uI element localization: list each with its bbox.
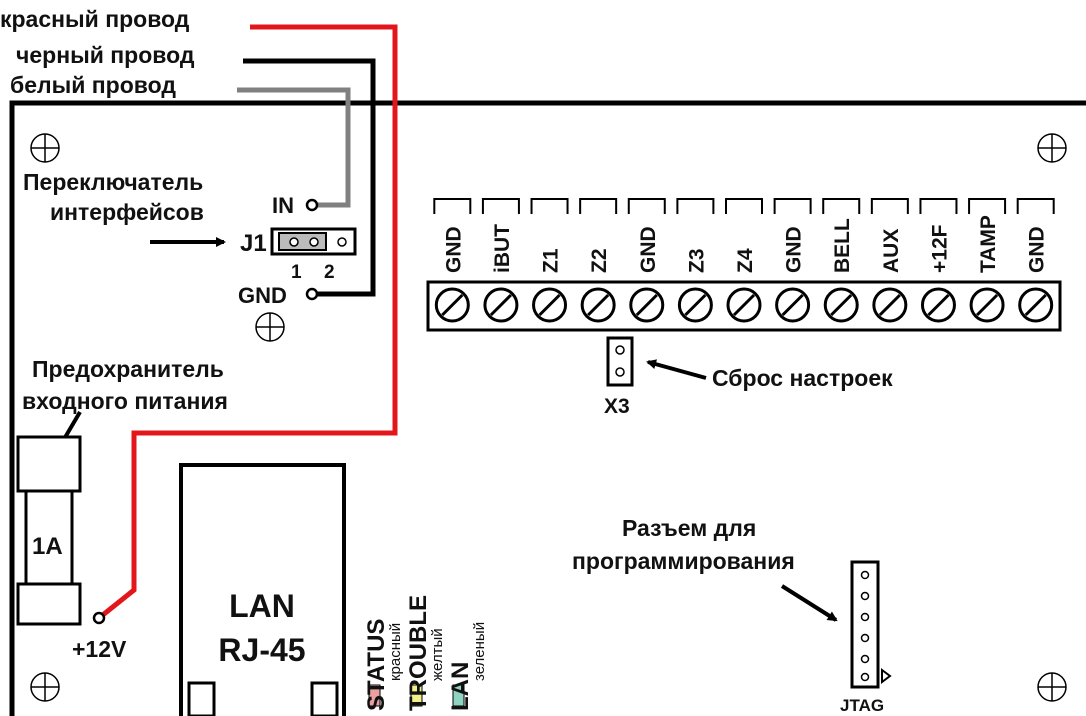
terminal-label-frame: [822, 198, 861, 214]
gnd-label: GND: [238, 283, 287, 308]
fuse-title-line1: Предохранитель: [32, 356, 224, 382]
terminal-label-frame: [579, 198, 618, 214]
terminal-label: GND: [637, 226, 660, 273]
terminal-label: GND: [442, 226, 465, 273]
screw-slot: [781, 293, 804, 317]
terminal-label-frame: [433, 198, 472, 214]
jtag-arrow-icon: [780, 584, 838, 622]
led-indicator: [410, 684, 423, 707]
j1-name: J1: [240, 230, 267, 257]
led-indicator: [452, 684, 465, 707]
x3-pin-icon: [615, 367, 625, 377]
terminal-label: Z2: [588, 248, 611, 273]
terminal-label: Z4: [734, 248, 757, 273]
rj45-connector: [179, 463, 346, 716]
led-color-name: красный: [387, 623, 404, 681]
terminal-label-frame: [919, 198, 958, 214]
screw-slot: [976, 293, 999, 317]
fuse-title-line2: входного питания: [22, 388, 228, 414]
screw-slot: [1024, 293, 1047, 317]
terminal-label: GND: [783, 226, 806, 273]
led-indicator: [368, 684, 381, 707]
screw-slot: [441, 293, 464, 317]
reset-label: Сброс настроек: [712, 365, 893, 391]
terminal-label: TAMP: [977, 215, 1000, 273]
screw-slot: [489, 293, 512, 317]
x3-connector[interactable]: [606, 336, 634, 387]
mounting-hole-icon: [30, 672, 60, 702]
jtag-name: JTAG: [840, 696, 884, 715]
terminal-label: Z1: [540, 248, 563, 273]
led-name: STATUS: [363, 619, 390, 711]
black-wire-label: черный провод: [16, 42, 195, 68]
j1-pin-icon: [309, 237, 319, 247]
j1-pin2-label: 2: [324, 262, 335, 283]
screw-slot: [927, 293, 950, 317]
terminal-label-frame: [627, 198, 666, 214]
gnd-pin-icon: [305, 287, 319, 301]
terminal-label-frame: [968, 198, 1007, 214]
lan-line1: LAN: [229, 588, 295, 624]
black-wire: [243, 58, 376, 297]
j1-pin-icon: [337, 237, 347, 247]
terminal-label: +12F: [928, 224, 951, 273]
power-pin-icon: [92, 611, 106, 625]
terminal-label-frame: [481, 198, 520, 214]
led-color-name: желтый: [429, 628, 446, 681]
reset-arrow-icon: [646, 359, 707, 380]
j1-title-line2: интерфейсов: [50, 199, 204, 225]
x3-name: X3: [604, 395, 630, 418]
fuse-rating: 1A: [32, 533, 63, 560]
lan-line2: RJ-45: [218, 632, 305, 668]
terminal-label-frame: [1016, 198, 1055, 214]
white-wire-label: белый провод: [10, 72, 176, 98]
screw-slot: [635, 293, 658, 317]
fuse-icon: [16, 435, 82, 626]
screw-slot: [587, 293, 610, 317]
mounting-hole-icon: [1037, 672, 1067, 702]
terminal-label-frame: [676, 198, 715, 214]
led-name: TROUBLE: [405, 595, 432, 711]
led-color-name: зеленый: [471, 622, 488, 681]
screw-slot: [732, 293, 756, 317]
jtag-title-line1: Разъем для: [622, 515, 756, 541]
board-outline: [9, 100, 1086, 716]
terminal-label: iBUT: [491, 224, 514, 273]
white-wire: [237, 87, 351, 208]
mounting-hole-icon: [255, 312, 285, 342]
in-label: IN: [272, 193, 294, 218]
terminal-label-frame: [530, 198, 569, 214]
mounting-hole-icon: [1037, 133, 1067, 163]
terminal-label: GND: [1026, 226, 1049, 273]
j1-title-line1: Переключатель: [23, 169, 203, 195]
j1-jumper-cap[interactable]: [278, 232, 327, 251]
j1-pin-icon: [289, 237, 299, 247]
terminal-label: BELL: [831, 218, 854, 273]
led-name: LAN: [447, 662, 474, 711]
j1-pin1-label: 1: [291, 262, 302, 283]
screw-slot: [878, 293, 901, 317]
terminal-label-frame: [870, 198, 909, 214]
terminal-label-frame: [725, 198, 763, 214]
red-wire: [97, 24, 398, 620]
jtag-title-line2: программирования: [572, 548, 795, 574]
screw-slot: [830, 293, 853, 317]
power-label: +12V: [72, 636, 127, 662]
terminal-label-frame: [773, 198, 812, 214]
screw-slot: [538, 293, 561, 317]
mounting-hole-icon: [30, 133, 60, 163]
jtag-connector[interactable]: [850, 560, 892, 689]
screw-slot: [684, 293, 707, 317]
in-pin-icon: [305, 198, 319, 212]
terminal-label: AUX: [880, 229, 903, 273]
x3-pin-icon: [615, 345, 625, 355]
terminal-label: Z3: [685, 248, 708, 273]
red-wire-label: красный провод: [0, 6, 190, 32]
